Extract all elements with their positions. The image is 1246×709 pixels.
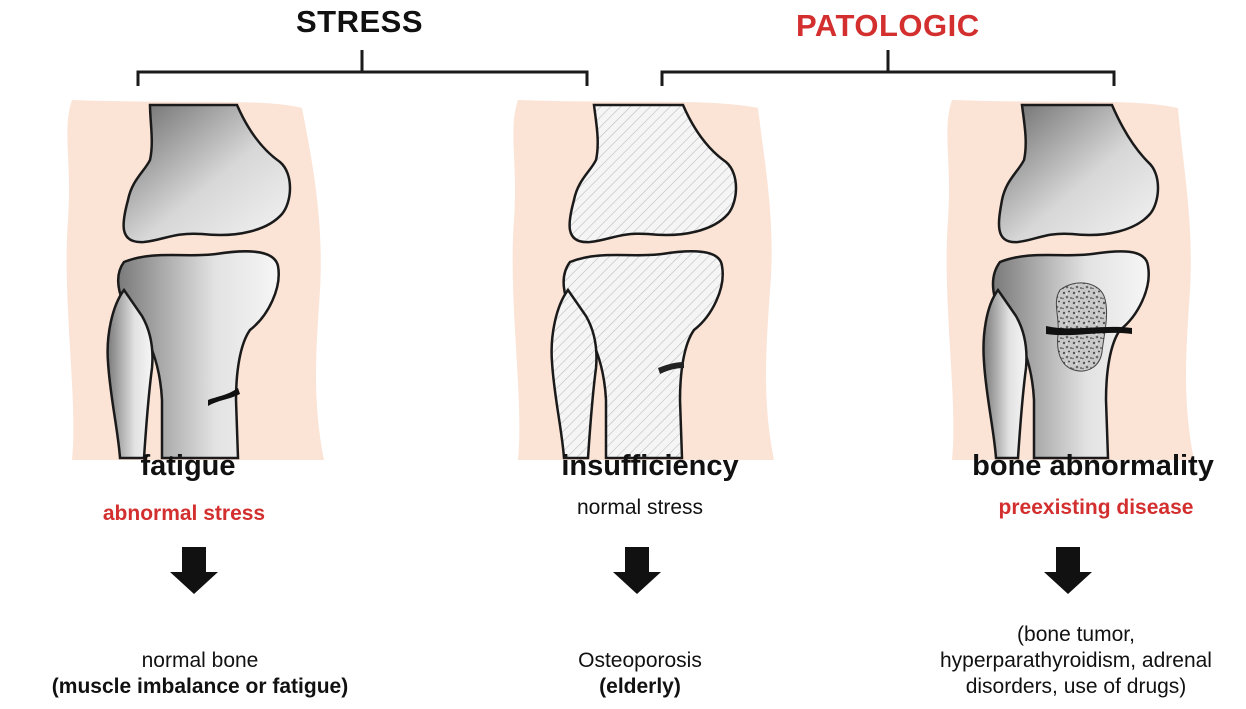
insufficiency-outcome-line2: (elderly) [599,675,681,698]
lesion [1055,282,1108,372]
stress-bracket [136,50,589,86]
bone-abnormality-cause: preexisting disease [998,496,1194,519]
fatigue-fracture-line [208,388,240,406]
knee-bone-abnormality [946,100,1194,460]
fatigue-cause: abnormal stress [102,502,266,525]
fatigue-outcome-line2: (muscle imbalance or fatigue) [51,675,349,698]
fatigue-outcome-line1: normal bone [141,649,259,672]
arrow-down-icon [170,547,218,594]
bone-abnormality-outcome-line3: disorders, use of drugs) [965,675,1187,698]
bone-abnormality-outcome-line1: (bone tumor, [1017,623,1135,646]
pathologic-bracket [660,50,1116,86]
bone-abnormality-title: bone abnormality [972,450,1214,482]
insufficiency-cause: normal stress [576,496,704,519]
knee-fatigue [66,100,324,460]
insufficiency-outcome-line1: Osteoporosis [578,649,702,672]
bone-abnormality-outcome-line2: hyperparathyroidism, adrenal [940,649,1212,672]
insufficiency-fracture-line [658,362,684,374]
pathologic-fracture-line [1046,326,1132,336]
arrow-down-icon [613,547,661,594]
pathologic-heading: PATOLOGIC [796,8,980,43]
stress-heading: STRESS [296,4,424,39]
bone-abnormality-outcome: (bone tumor, hyperparathyroidism, adrena… [906,622,1246,700]
fatigue-outcome: normal bone (muscle imbalance or fatigue… [30,648,370,700]
knee-insufficiency [512,100,774,460]
insufficiency-outcome: Osteoporosis (elderly) [520,648,760,700]
arrow-down-icon [1044,547,1092,594]
insufficiency-title: insufficiency [561,450,739,482]
fatigue-title: fatigue [140,450,236,482]
